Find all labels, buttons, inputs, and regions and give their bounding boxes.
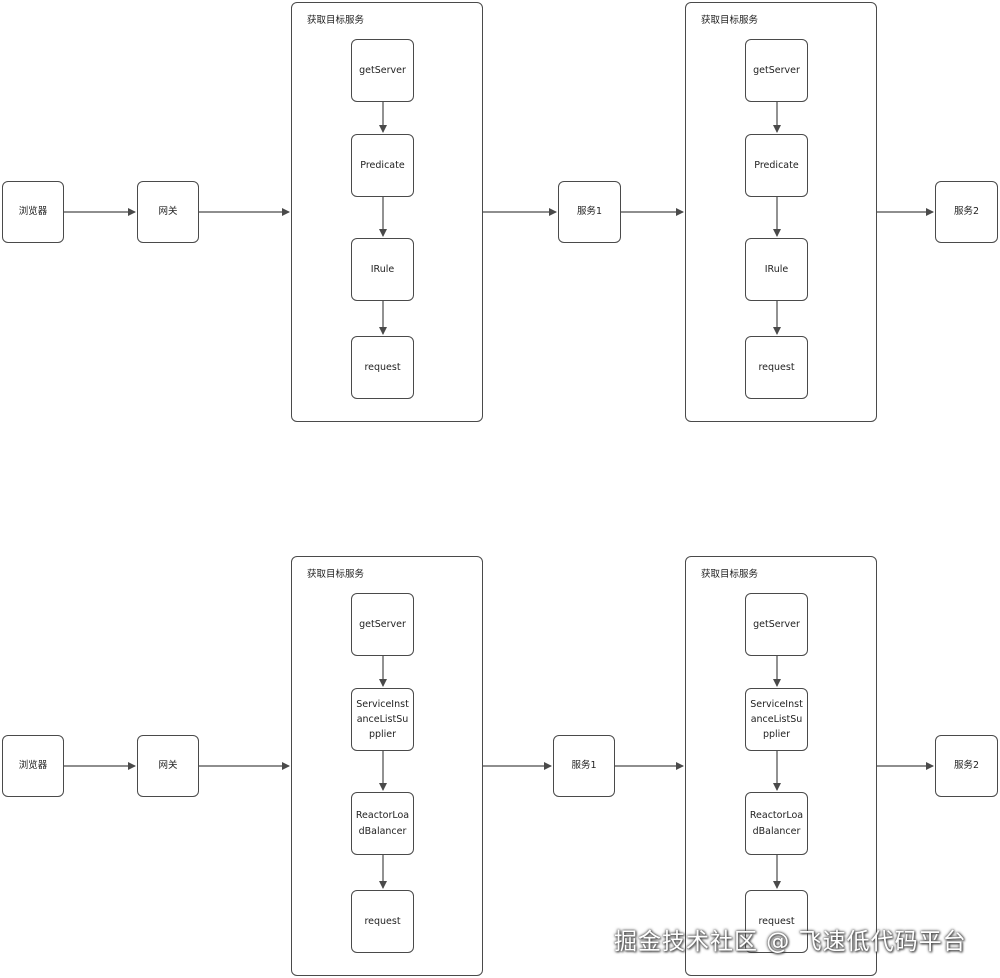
watermark: 掘金技术社区 @ 飞速低代码平台 — [614, 929, 967, 955]
step-service-instance-list-supplier: ServiceInstanceListSupplier — [745, 688, 808, 751]
step-predicate: Predicate — [745, 134, 808, 197]
step-request: request — [351, 336, 414, 399]
browser-node: 浏览器 — [2, 181, 64, 243]
step-irule: IRule — [745, 238, 808, 301]
group-title: 获取目标服务 — [701, 15, 759, 26]
step-reactor-load-balancer: ReactorLoadBalancer — [745, 792, 808, 855]
fetch-target-service-group-2 — [685, 2, 877, 422]
step-get-server: getServer — [745, 593, 808, 656]
gateway-node: 网关 — [137, 735, 199, 797]
service2-node: 服务2 — [935, 735, 998, 797]
service1-node: 服务1 — [558, 181, 621, 243]
fetch-target-service-group-1 — [291, 556, 483, 976]
step-get-server: getServer — [745, 39, 808, 102]
step-reactor-load-balancer: ReactorLoadBalancer — [351, 792, 414, 855]
step-request: request — [745, 336, 808, 399]
step-get-server: getServer — [351, 39, 414, 102]
step-irule: IRule — [351, 238, 414, 301]
gateway-node: 网关 — [137, 181, 199, 243]
browser-node: 浏览器 — [2, 735, 64, 797]
group-title: 获取目标服务 — [701, 569, 759, 580]
service1-node: 服务1 — [553, 735, 615, 797]
step-request: request — [351, 890, 414, 953]
step-request: request — [745, 890, 808, 953]
step-predicate: Predicate — [351, 134, 414, 197]
fetch-target-service-group-1 — [291, 2, 483, 422]
group-title: 获取目标服务 — [307, 569, 365, 580]
group-title: 获取目标服务 — [307, 15, 365, 26]
step-get-server: getServer — [351, 593, 414, 656]
fetch-target-service-group-2 — [685, 556, 877, 976]
service2-node: 服务2 — [935, 181, 998, 243]
step-service-instance-list-supplier: ServiceInstanceListSupplier — [351, 688, 414, 751]
